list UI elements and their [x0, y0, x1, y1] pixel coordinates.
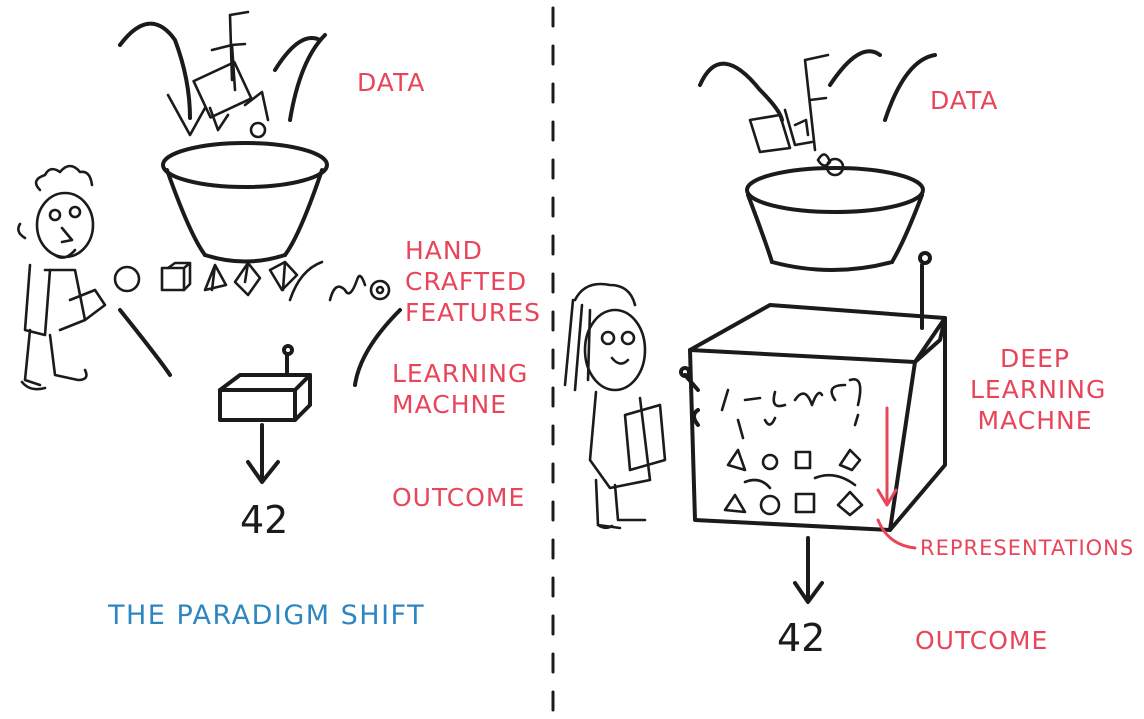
left-data-items [166, 10, 270, 139]
right-outcome-arrow [793, 536, 824, 604]
left-outcome-arrow [246, 423, 280, 484]
left-outcome-label: OUTCOME [392, 483, 526, 512]
right-outcome-value: 42 [777, 616, 826, 660]
deep-learning-representations [720, 378, 864, 517]
representations-label: REPRESENTATIONS [920, 536, 1135, 560]
right-funnel [698, 49, 937, 272]
diagram-title: THE PARADIGM SHIFT [108, 600, 426, 631]
left-flow-lines [118, 308, 402, 387]
right-outcome-label: OUTCOME [915, 626, 1049, 655]
left-features-row [113, 260, 391, 302]
left-machine-label: LEARNING MACHNE [392, 359, 529, 419]
right-machine-label: DEEP LEARNING MACHNE [970, 344, 1107, 435]
right-data-items [748, 53, 845, 177]
right-data-label: DATA [930, 86, 999, 115]
left-outcome-value: 42 [240, 498, 289, 542]
left-learning-machine [218, 344, 312, 422]
engineer-figure [17, 164, 107, 391]
scientist-figure [563, 282, 667, 530]
left-features-label: HAND CRAFTED FEATURES [405, 236, 541, 327]
left-data-label: DATA [357, 68, 426, 97]
representation-arrow [876, 406, 917, 550]
left-funnel [118, 21, 329, 264]
deep-learning-machine [679, 251, 947, 532]
